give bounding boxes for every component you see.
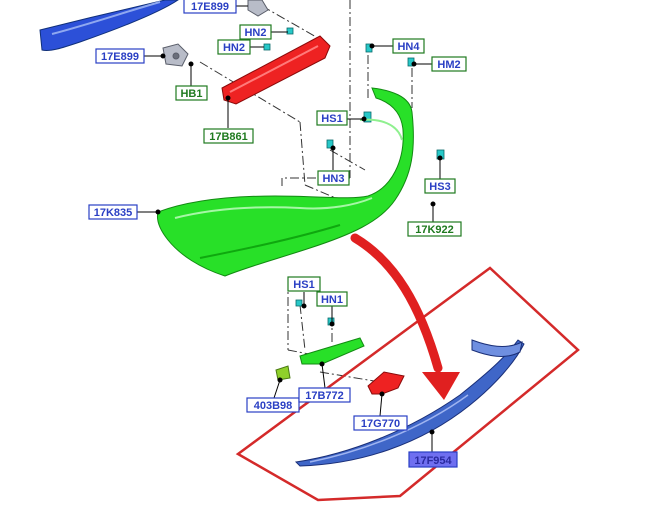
callout-hm2[interactable]: HM2 [431,56,467,72]
callout-17k922[interactable]: 17K922 [407,221,462,237]
callout-hs1-top[interactable]: HS1 [316,110,348,126]
callout-label: HN2 [244,27,266,39]
highlight-box [235,266,580,502]
callout-17e899-top[interactable]: 17E899 [183,0,237,14]
callout-hs3[interactable]: HS3 [424,178,456,194]
callout-label: 17G770 [361,418,400,430]
callout-label: HM2 [437,59,460,71]
diffuser [294,339,525,467]
callout-label: 17E899 [101,51,139,63]
pointer-arrow [350,233,460,400]
callout-hn3[interactable]: HN3 [317,170,350,186]
callout-17b772[interactable]: 17B772 [298,387,351,403]
label-leaders [137,5,443,452]
fasteners [263,27,445,326]
callout-label: HN3 [322,173,344,185]
callout-17e899-left[interactable]: 17E899 [95,48,145,64]
callout-label: 17K835 [94,207,133,219]
callout-17f954[interactable]: 17F954 [408,451,458,468]
callout-hs1-low[interactable]: HS1 [287,276,321,292]
callout-labels: 17E899 HN2 HN2 17E899 HB1 17B861 HN4 HM [88,0,467,468]
callout-label: HB1 [180,88,202,100]
callout-label: 17E899 [191,1,229,13]
callout-hn4[interactable]: HN4 [392,38,425,54]
callout-label: HN2 [223,42,245,54]
callout-label: HN1 [321,294,343,306]
callout-label: HS1 [321,113,342,125]
callout-label: HS1 [293,279,314,291]
callout-17k835[interactable]: 17K835 [88,204,138,220]
lower-bracket [275,337,365,381]
callout-label: 17B772 [305,390,344,402]
callout-label: 17K922 [415,224,454,236]
bracket-left [162,43,189,67]
callout-label: HS3 [429,181,450,193]
callout-17g770[interactable]: 17G770 [353,415,408,431]
callout-hn2-b[interactable]: HN2 [217,39,251,55]
callout-hn1[interactable]: HN1 [316,291,348,307]
callout-403b98[interactable]: 403B98 [246,397,300,413]
reflector [367,371,405,395]
callout-17b861[interactable]: 17B861 [203,128,254,144]
energy-absorber [221,35,331,105]
callout-hn2-a[interactable]: HN2 [239,24,272,40]
callout-label: 403B98 [254,400,293,412]
callout-label: 17F954 [414,455,452,467]
bracket-upper [247,0,269,17]
callout-label: HN4 [397,41,420,53]
bumper-beam [39,0,179,51]
bumper-cover [157,87,414,277]
callout-label: 17B861 [209,131,248,143]
callout-hb1[interactable]: HB1 [175,85,208,101]
